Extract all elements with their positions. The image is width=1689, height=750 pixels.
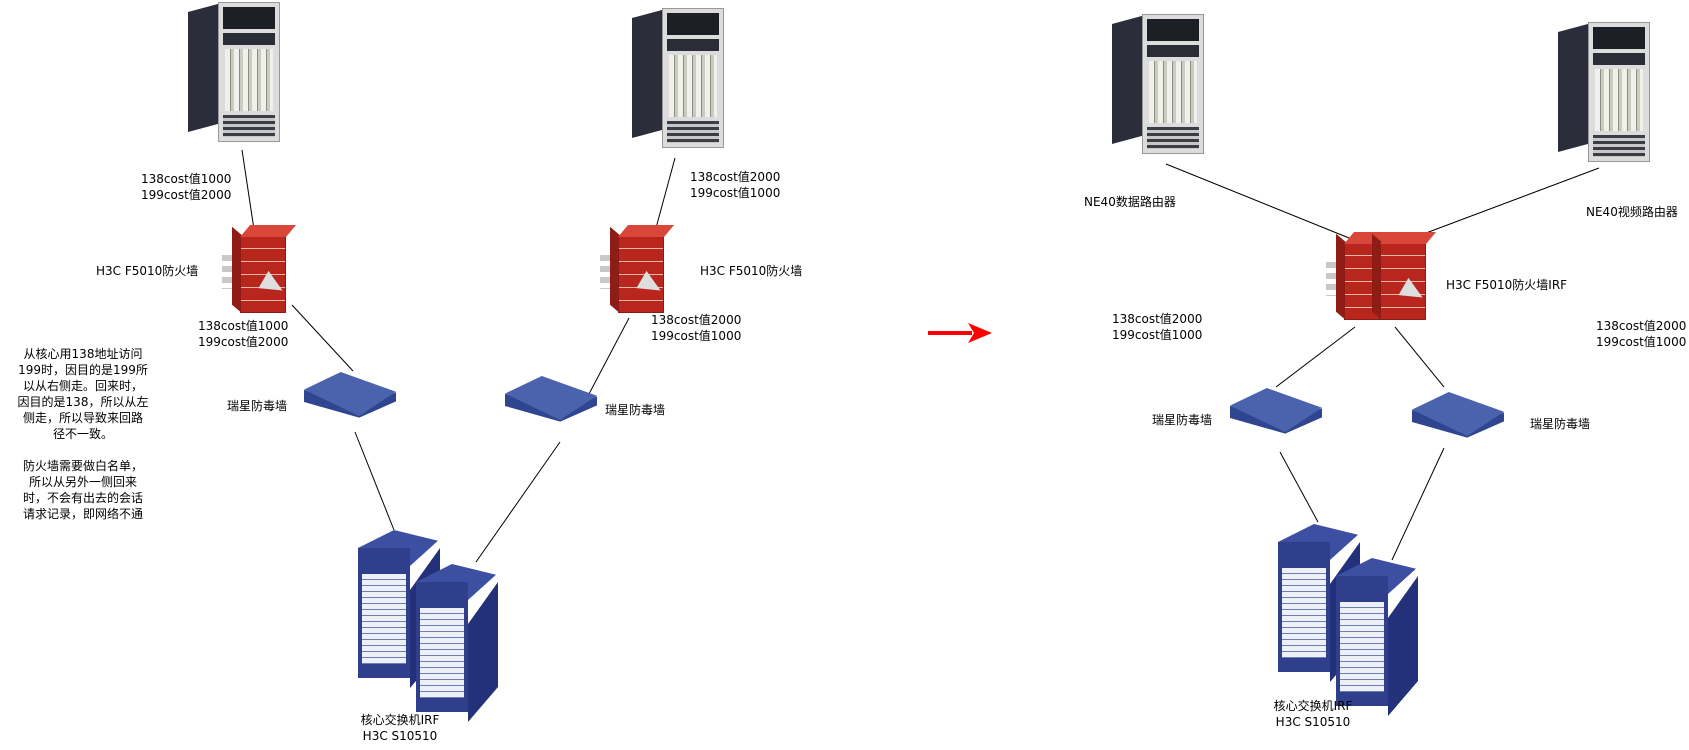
right-arrow-icon [928, 323, 992, 343]
link-firewall-irf-to-av-left [1275, 326, 1356, 388]
switch-chassis-icon [416, 564, 498, 722]
av-gateway-icon [1412, 392, 1504, 436]
av-gateway-after-left-label: 瑞星防毒墙 [1152, 413, 1213, 427]
link-firewall-left-to-av-left [291, 304, 354, 372]
link-firewall-right-to-av-right [588, 317, 630, 395]
av-gateway-left-label: 瑞星防毒墙 [227, 399, 288, 413]
router-left-cost: 138cost值1000 199cost值2000 [141, 172, 232, 202]
firewall-irf-label: H3C F5010防火墙IRF [1446, 278, 1568, 292]
switch-chassis-icon [1278, 524, 1360, 682]
core-switch-before-label: 核心交换机IRF H3C S10510 [360, 713, 440, 743]
core-switch-after[interactable] [1278, 524, 1428, 716]
link-firewall-irf-to-av-right [1394, 326, 1445, 388]
router-chassis-icon [662, 8, 724, 148]
router-left[interactable] [188, 2, 288, 142]
av-gateway-icon [304, 372, 396, 416]
router-data[interactable] [1112, 14, 1212, 154]
note-asymmetric-path: 从核心用138地址访问 199时，因目的是199所 以从右侧走。回来时， 因目的… [17, 347, 149, 441]
av-gateway-left[interactable] [304, 372, 396, 432]
av-gateway-after-right[interactable] [1412, 392, 1504, 452]
firewall-brick-icon [240, 235, 286, 313]
firewall-irf-member-2 [1366, 232, 1437, 322]
router-chassis-icon [1588, 22, 1650, 162]
router-video[interactable] [1558, 22, 1658, 162]
av-gateway-icon [505, 376, 597, 420]
firewall-left-cost: 138cost值1000 199cost值2000 [198, 319, 289, 349]
firewall-right[interactable] [600, 225, 675, 315]
link-av-left-to-core [354, 431, 395, 531]
core-switch-before[interactable] [358, 530, 508, 722]
link-router-left-to-firewall-left [241, 149, 256, 237]
router-video-label: NE40视频路由器 [1586, 205, 1678, 219]
switch-chassis-icon [1336, 558, 1418, 716]
link-router-right-to-firewall-right [655, 157, 676, 229]
router-data-label: NE40数据路由器 [1084, 195, 1176, 209]
av-gateway-right-label: 瑞星防毒墙 [605, 403, 666, 417]
av-gateway-after-left[interactable] [1230, 388, 1322, 448]
firewall-brick-icon [1380, 242, 1426, 320]
note-whitelist: 防火墙需要做白名单， 所以从另外一侧回来 时，不会有出去的会话 请求记录，即网络… [22, 459, 143, 521]
firewall-right-cost: 138cost值2000 199cost值1000 [651, 313, 742, 343]
firewall-left-label: H3C F5010防火墙 [96, 264, 199, 278]
link-data-router-to-firewall-irf [1165, 163, 1355, 241]
router-chassis-icon [1142, 14, 1204, 154]
av-gateway-right[interactable] [505, 376, 597, 436]
switch-chassis-icon [358, 530, 440, 688]
core-switch-after-label: 核心交换机IRF H3C S10510 [1273, 699, 1353, 729]
cost-after-right: 138cost值2000 199cost值1000 [1596, 319, 1687, 349]
link-av-left-to-core-after [1279, 451, 1319, 523]
link-video-router-to-firewall-irf [1417, 167, 1600, 237]
router-right-cost: 138cost值2000 199cost值1000 [690, 170, 781, 200]
link-av-right-to-core-after [1391, 447, 1445, 561]
av-gateway-after-right-label: 瑞星防毒墙 [1530, 417, 1591, 431]
firewall-right-label: H3C F5010防火墙 [700, 264, 803, 278]
link-av-right-to-core [475, 441, 561, 563]
router-right[interactable] [632, 8, 732, 148]
cost-after-left: 138cost值2000 199cost值1000 [1112, 312, 1203, 342]
firewall-left[interactable] [222, 225, 297, 315]
av-gateway-icon [1230, 388, 1322, 432]
router-chassis-icon [218, 2, 280, 142]
firewall-brick-icon [618, 235, 664, 313]
